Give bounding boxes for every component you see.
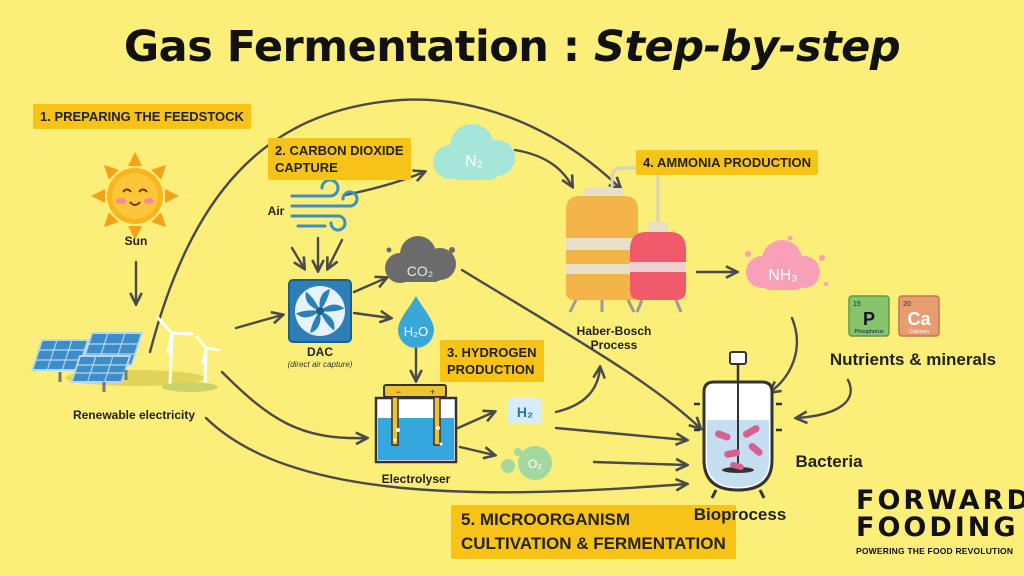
- title-emphasis: Step-by-step: [594, 22, 901, 72]
- title-main: Gas Fermentation :: [123, 22, 580, 72]
- arrow-renewable-to-electrolyser: [220, 370, 366, 438]
- bioreactor-icon: [694, 351, 782, 499]
- sun-icon: [91, 152, 179, 240]
- h2-molecule-icon: [508, 398, 542, 424]
- step-3-label-line2: PRODUCTION: [447, 362, 535, 377]
- arrow-wind-to-dac-1: [290, 246, 304, 268]
- arrow-nh3-to-bioprocess: [770, 316, 798, 392]
- nh3-label: NH₃: [768, 267, 798, 284]
- step-1-badge: 1. PREPARING THE FEEDSTOCK: [33, 104, 251, 129]
- wind-turbine-icon: [156, 316, 221, 387]
- step-3-label-line1: 3. HYDROGEN: [447, 345, 537, 360]
- arrow-n2-to-haber: [513, 148, 572, 186]
- co2-label: CO₂: [407, 263, 433, 279]
- page-title: Gas Fermentation : Step-by-step: [0, 22, 1024, 72]
- arrow-renewable-to-dac: [234, 315, 282, 330]
- electrolyser-icon: − +: [374, 384, 458, 464]
- h2o-label: H₂O: [404, 324, 429, 339]
- p-name: Phosphorus: [854, 329, 884, 335]
- ca-number: 20: [903, 301, 911, 308]
- renewable-electricity-label: Renewable electricity: [72, 408, 196, 422]
- flow-arrows: [136, 98, 852, 494]
- electrolyser-label: Electrolyser: [381, 472, 451, 486]
- step-3-badge: 3. HYDROGEN PRODUCTION: [440, 340, 544, 382]
- arrow-h2-to-haber: [554, 368, 600, 414]
- ca-name: Calcium: [909, 329, 929, 335]
- step-4-label: 4. AMMONIA PRODUCTION: [643, 155, 812, 170]
- nutrients-minerals-label: Nutrients & minerals: [829, 350, 997, 369]
- arrow-electrolyser-to-o2: [458, 445, 494, 455]
- step-5-label-line1: 5. MICROORGANISM: [461, 510, 631, 529]
- haber-bosch-label-line2: Process: [590, 338, 638, 352]
- bioprocess-label: Bioprocess: [693, 505, 787, 524]
- dac-label: DAC: [307, 345, 333, 359]
- arrow-wind-to-dac-3: [328, 238, 344, 268]
- dac-note: (direct air capture): [287, 360, 353, 369]
- step-5-badge: 5. MICROORGANISM CULTIVATION & FERMENTAT…: [451, 505, 736, 559]
- h2-label: H₂: [517, 404, 533, 420]
- step-2-label-line2: CAPTURE: [275, 160, 338, 175]
- step-2-label-line1: 2. CARBON DIOXIDE: [275, 143, 404, 158]
- arrow-o2-to-bioprocess: [592, 462, 686, 465]
- h2o-drop-icon: [398, 296, 434, 348]
- logo-line1: FORWARD: [856, 485, 1024, 516]
- turbine-ground: [162, 382, 218, 392]
- calcium-element-icon: [898, 295, 940, 337]
- step-2-badge: 2. CARBON DIOXIDE CAPTURE: [268, 138, 411, 180]
- arrow-dac-to-h2o: [352, 313, 390, 318]
- air-wind-icon: [290, 178, 359, 232]
- arrow-dac-to-co2: [352, 278, 386, 294]
- ca-symbol: Ca: [907, 309, 931, 329]
- forward-fooding-logo: FORWARD FOODING POWERING THE FOOD REVOLU…: [856, 485, 1024, 556]
- o2-label: O₂: [528, 457, 542, 471]
- arrow-co2-to-bioprocess: [460, 268, 700, 428]
- arrow-panels-to-haber: [148, 98, 620, 354]
- p-symbol: P: [863, 309, 875, 329]
- co2-cloud-icon: [385, 236, 456, 283]
- logo-line2: FOODING: [856, 512, 1019, 543]
- step-1-label: 1. PREPARING THE FEEDSTOCK: [40, 109, 244, 124]
- haber-bosch-reactor-icon: [566, 166, 686, 313]
- air-label: Air: [267, 204, 285, 218]
- arrow-renewable-to-bioprocess: [204, 416, 686, 494]
- solar-panels-icon: [30, 332, 205, 392]
- phosphorus-element-icon: [848, 295, 890, 337]
- haber-bosch-label: Haber-Bosch Process: [566, 324, 662, 352]
- n2-label: N₂: [465, 153, 483, 170]
- step-4-badge: 4. AMMONIA PRODUCTION: [636, 150, 819, 175]
- svg-text:+: +: [430, 387, 435, 397]
- sun-label: Sun: [124, 234, 148, 248]
- svg-text:−: −: [396, 387, 401, 397]
- arrow-h2-to-bioprocess: [554, 426, 686, 440]
- logo-tagline: POWERING THE FOOD REVOLUTION: [856, 546, 1014, 556]
- dac-fan-icon: [288, 279, 352, 343]
- haber-bosch-label-line1: Haber-Bosch: [576, 324, 652, 338]
- arrow-electrolyser-to-h2: [456, 412, 494, 430]
- step-5-label-line2: CULTIVATION & FERMENTATION: [461, 534, 726, 553]
- n2-cloud-icon: [433, 124, 515, 180]
- o2-bubbles-icon: [501, 446, 552, 480]
- arrow-nutrients-to-bioprocess: [797, 378, 852, 418]
- nh3-cloud-icon: [745, 235, 828, 290]
- bacteria-label: Bacteria: [795, 452, 863, 471]
- p-number: 15: [853, 301, 861, 308]
